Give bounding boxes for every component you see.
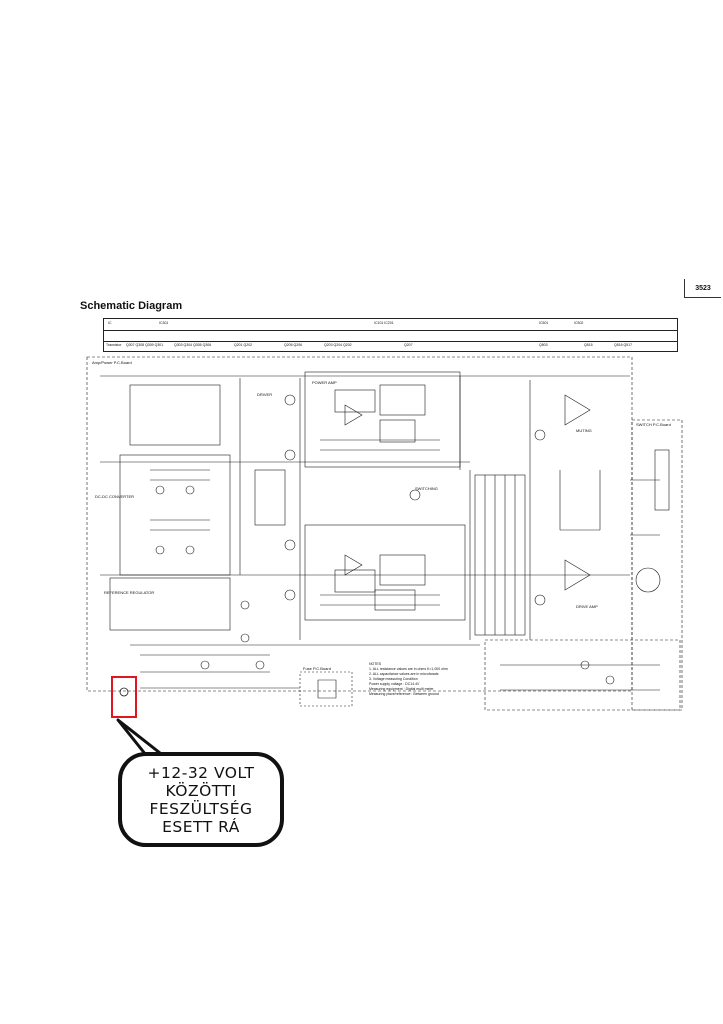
fuse-board-frame [299,671,353,707]
voltage-callout-bubble: +12-32 VOLT KÖZÖTTI FESZÜLTSÉG ESETT RÁ [118,752,284,847]
note-line: 2. ALL capacitance values are in microfa… [369,672,439,676]
schematic-notes: NOTES 1. ALL resistance values are in oh… [369,662,509,697]
transistor-row: Transistor Q307 Q308 Q309 Q301 Q303 Q304… [104,341,677,352]
block-label: REFERENCE REGULATOR [104,590,155,595]
transistor-cell: Q303 Q304 Q305 Q306 [174,343,212,347]
amp-power-board-frame [86,356,633,692]
switch-board-label: SWITCH P.C.Board [636,422,671,427]
block-label: POWER AMP [312,380,337,385]
transistor-row-label: Transistor [106,343,122,347]
switch-board-frame [631,419,683,711]
block-label: DRIVER [257,392,273,397]
note-line: 3. Voltage measuring Condition [369,677,418,681]
transistor-cell: Q307 Q308 Q309 Q301 [126,343,164,347]
transistor-cell: Q515 [584,343,593,347]
callout-line: ESETT RÁ [162,817,240,836]
block-label: DRIVE AMP [576,604,598,609]
ic-row-2 [104,330,677,342]
component-index-table: IC IC301 IC101 IC201 IC501 IC502 Transis… [103,318,678,352]
power-input-highlight [111,676,137,718]
transistor-cell: Q205 Q206 [284,343,303,347]
page-number: 3523 [684,279,721,298]
fuse-board-label: Fuse P.C.Board [303,666,331,671]
diagram-title: Schematic Diagram [80,300,183,312]
transistor-cell: Q201 Q202 [234,343,253,347]
ic-cell: IC301 [159,321,169,325]
muting-board-frame [484,639,681,711]
callout-line: KÖZÖTTI [165,781,237,800]
ic-row: IC IC301 IC101 IC201 IC501 IC502 [104,319,677,331]
amp-power-board-label: Amp/Power P.C.Board [92,360,132,365]
note-line: 1. ALL resistance values are in ohms K=1… [369,667,448,671]
block-label: MUTING [576,428,592,433]
transistor-cell: Q207 [404,343,413,347]
block-label: DC-DC CONVERTER [95,494,135,499]
block-label: SWITCHING [415,486,438,491]
callout-line: +12-32 VOLT [147,763,255,782]
notes-title: NOTES [369,662,382,666]
note-line: Measuring equipment : Digital multi mete… [369,687,434,691]
note-line: Power supply voltage : DC14.4V [369,682,420,686]
callout-line: FESZÜLTSÉG [149,799,253,818]
note-line: Measuring place/reference : Between grou… [369,692,439,696]
ic-cell: IC101 IC201 [374,321,394,325]
ic-row-label: IC [108,321,112,325]
power-input-terminal [119,687,129,697]
ic-cell: IC502 [574,321,584,325]
transistor-cell: Q203 Q204 Q202 [324,343,352,347]
ic-cell: IC501 [539,321,549,325]
transistor-cell: Q516 Q517 [614,343,633,347]
transistor-cell: Q503 [539,343,548,347]
